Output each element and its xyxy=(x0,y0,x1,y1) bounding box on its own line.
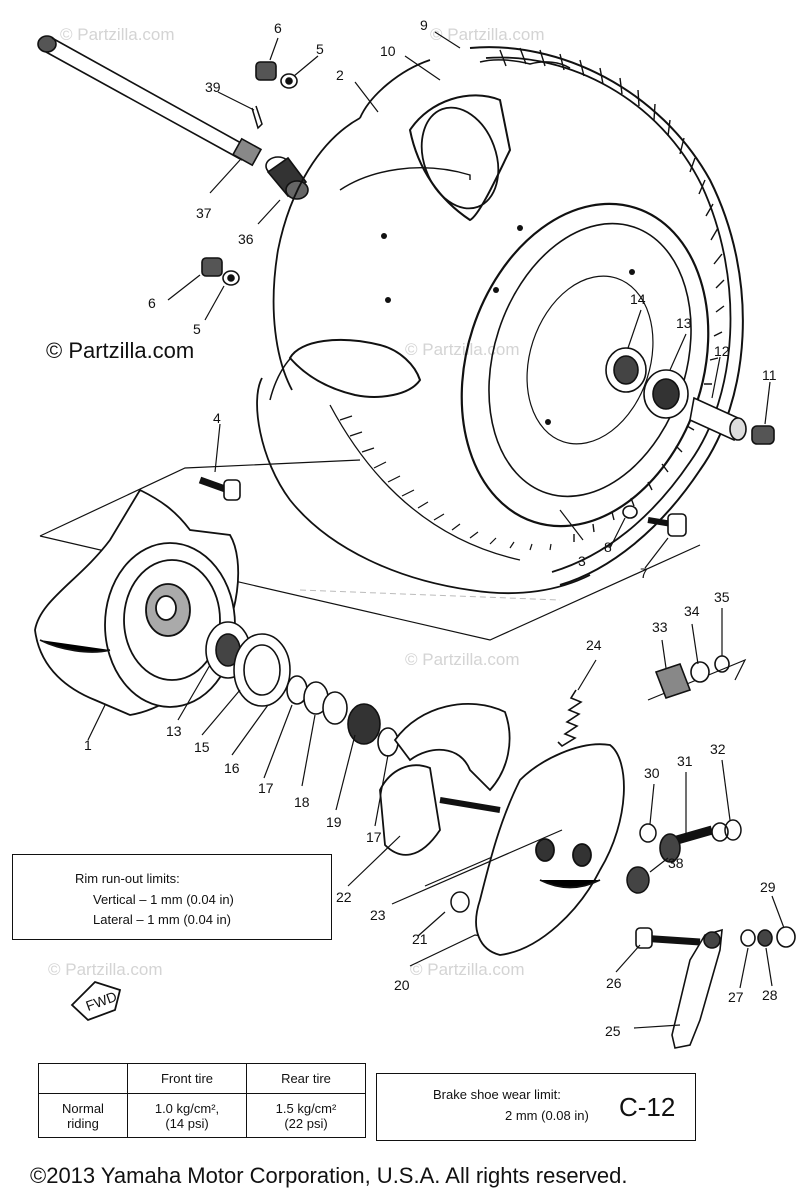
callout-33: 33 xyxy=(652,619,668,635)
callout-36: 36 xyxy=(238,231,254,247)
callout-15: 15 xyxy=(194,739,210,755)
callout-1: 1 xyxy=(84,737,92,753)
callout-21: 21 xyxy=(412,931,428,947)
callout-17b: 17 xyxy=(366,829,382,845)
row-label-line: riding xyxy=(67,1115,99,1131)
callout-8: 8 xyxy=(604,539,612,555)
adjuster xyxy=(654,655,730,700)
callout-19: 19 xyxy=(326,814,342,830)
callout-34: 34 xyxy=(684,603,700,619)
table-row-label: Normal riding xyxy=(38,1093,128,1138)
bearing-right xyxy=(605,347,689,419)
nut-washer-lower xyxy=(201,257,240,286)
cam xyxy=(659,822,729,863)
nut-washer-top xyxy=(255,61,298,89)
callout-31: 31 xyxy=(677,753,693,769)
callout-26: 26 xyxy=(606,975,622,991)
callout-11: 11 xyxy=(762,367,777,383)
callout-14: 14 xyxy=(630,291,646,307)
brake-plate xyxy=(475,743,625,956)
callout-39: 39 xyxy=(205,79,221,95)
callout-17: 17 xyxy=(258,780,274,796)
tire-pressure-table: Front tire Rear tire Normal riding 1.0 k… xyxy=(38,1063,366,1138)
indicator-38 xyxy=(626,866,650,894)
callout-16: 16 xyxy=(224,760,240,776)
callout-numbers: 1 2 3 4 5 5 6 6 7 8 9 10 11 12 13 13 14 … xyxy=(84,17,778,1039)
front-pressure: 1.0 kg/cm², xyxy=(154,1100,220,1116)
watermark: © Partzilla.com xyxy=(48,960,163,979)
callout-4: 4 xyxy=(213,410,221,426)
brake-lever xyxy=(635,926,796,1049)
lower-tread xyxy=(339,415,552,551)
watermark: © Partzilla.com xyxy=(60,25,175,44)
table-header-rear: Rear tire xyxy=(246,1063,366,1094)
brake-shoe-box: Brake shoe wear limit: 2 mm (0.08 in) C-… xyxy=(376,1073,696,1141)
page-code: C-12 xyxy=(619,1092,676,1122)
callout-13b: 13 xyxy=(166,723,182,739)
rear-pressure: 1.5 kg/cm² xyxy=(275,1100,337,1116)
callout-20: 20 xyxy=(394,977,410,993)
callout-3: 3 xyxy=(578,553,586,569)
cotter-pin xyxy=(251,105,263,130)
callout-2: 2 xyxy=(336,67,344,83)
callout-12: 12 xyxy=(714,343,730,359)
table-header-front: Front tire xyxy=(127,1063,247,1094)
callout-32: 32 xyxy=(710,741,726,757)
callout-13: 13 xyxy=(676,315,692,331)
washer-30 xyxy=(639,823,657,843)
callout-24: 24 xyxy=(586,637,602,653)
collar xyxy=(689,396,775,445)
bolt-7 xyxy=(622,505,687,537)
callout-35: 35 xyxy=(714,589,730,605)
callout-28: 28 xyxy=(762,987,778,1003)
callout-23: 23 xyxy=(370,907,386,923)
spacer xyxy=(265,156,309,200)
table-header-empty xyxy=(38,1063,128,1094)
row-label-line: Normal xyxy=(62,1100,104,1116)
bolt-4 xyxy=(198,476,241,501)
plug-21 xyxy=(450,891,470,913)
callout-6: 6 xyxy=(274,20,282,36)
callout-37: 37 xyxy=(196,205,212,221)
tread-pattern xyxy=(499,47,725,542)
watermark-main: © Partzilla.com xyxy=(46,338,194,363)
hub-bearings xyxy=(205,621,399,757)
o-ring xyxy=(724,819,742,841)
watermark: © Partzilla.com xyxy=(410,960,525,979)
callout-9: 9 xyxy=(420,17,428,33)
brake-value: 2 mm (0.08 in) xyxy=(505,1108,589,1123)
callout-25: 25 xyxy=(605,1023,621,1039)
brake-label: Brake shoe wear limit: xyxy=(433,1087,561,1102)
watermark: © Partzilla.com xyxy=(405,340,520,359)
callout-5b: 5 xyxy=(193,321,201,337)
callout-22: 22 xyxy=(336,889,352,905)
table-cell-rear: 1.5 kg/cm² (22 psi) xyxy=(246,1093,366,1138)
copyright-footer: ©2013 Yamaha Motor Corporation, U.S.A. A… xyxy=(30,1163,628,1188)
callout-38: 38 xyxy=(668,855,684,871)
spring xyxy=(557,689,583,748)
leader-lines xyxy=(87,31,785,1029)
watermark: © Partzilla.com xyxy=(405,650,520,669)
callout-5: 5 xyxy=(316,41,324,57)
callout-6b: 6 xyxy=(148,295,156,311)
fwd-arrow: FWD xyxy=(70,980,122,1022)
runout-lateral: Lateral – 1 mm (0.04 in) xyxy=(93,912,232,927)
watermark: © Partzilla.com xyxy=(430,25,545,44)
runout-vertical: Vertical – 1 mm (0.04 in) xyxy=(93,892,234,907)
callout-18: 18 xyxy=(294,794,310,810)
callout-7: 7 xyxy=(640,565,648,581)
callout-27: 27 xyxy=(728,989,744,1005)
callout-30: 30 xyxy=(644,765,660,781)
callout-29: 29 xyxy=(760,879,776,895)
front-psi: (14 psi) xyxy=(165,1115,209,1131)
callout-10: 10 xyxy=(380,43,396,59)
rim-runout-box: Rim run-out limits: Vertical – 1 mm (0.0… xyxy=(12,854,332,940)
rear-psi: (22 psi) xyxy=(284,1115,328,1131)
axle xyxy=(37,35,263,167)
hub xyxy=(34,488,240,716)
brake-shoes xyxy=(379,703,511,856)
table-cell-front: 1.0 kg/cm², (14 psi) xyxy=(127,1093,247,1138)
runout-title: Rim run-out limits: xyxy=(75,871,180,886)
